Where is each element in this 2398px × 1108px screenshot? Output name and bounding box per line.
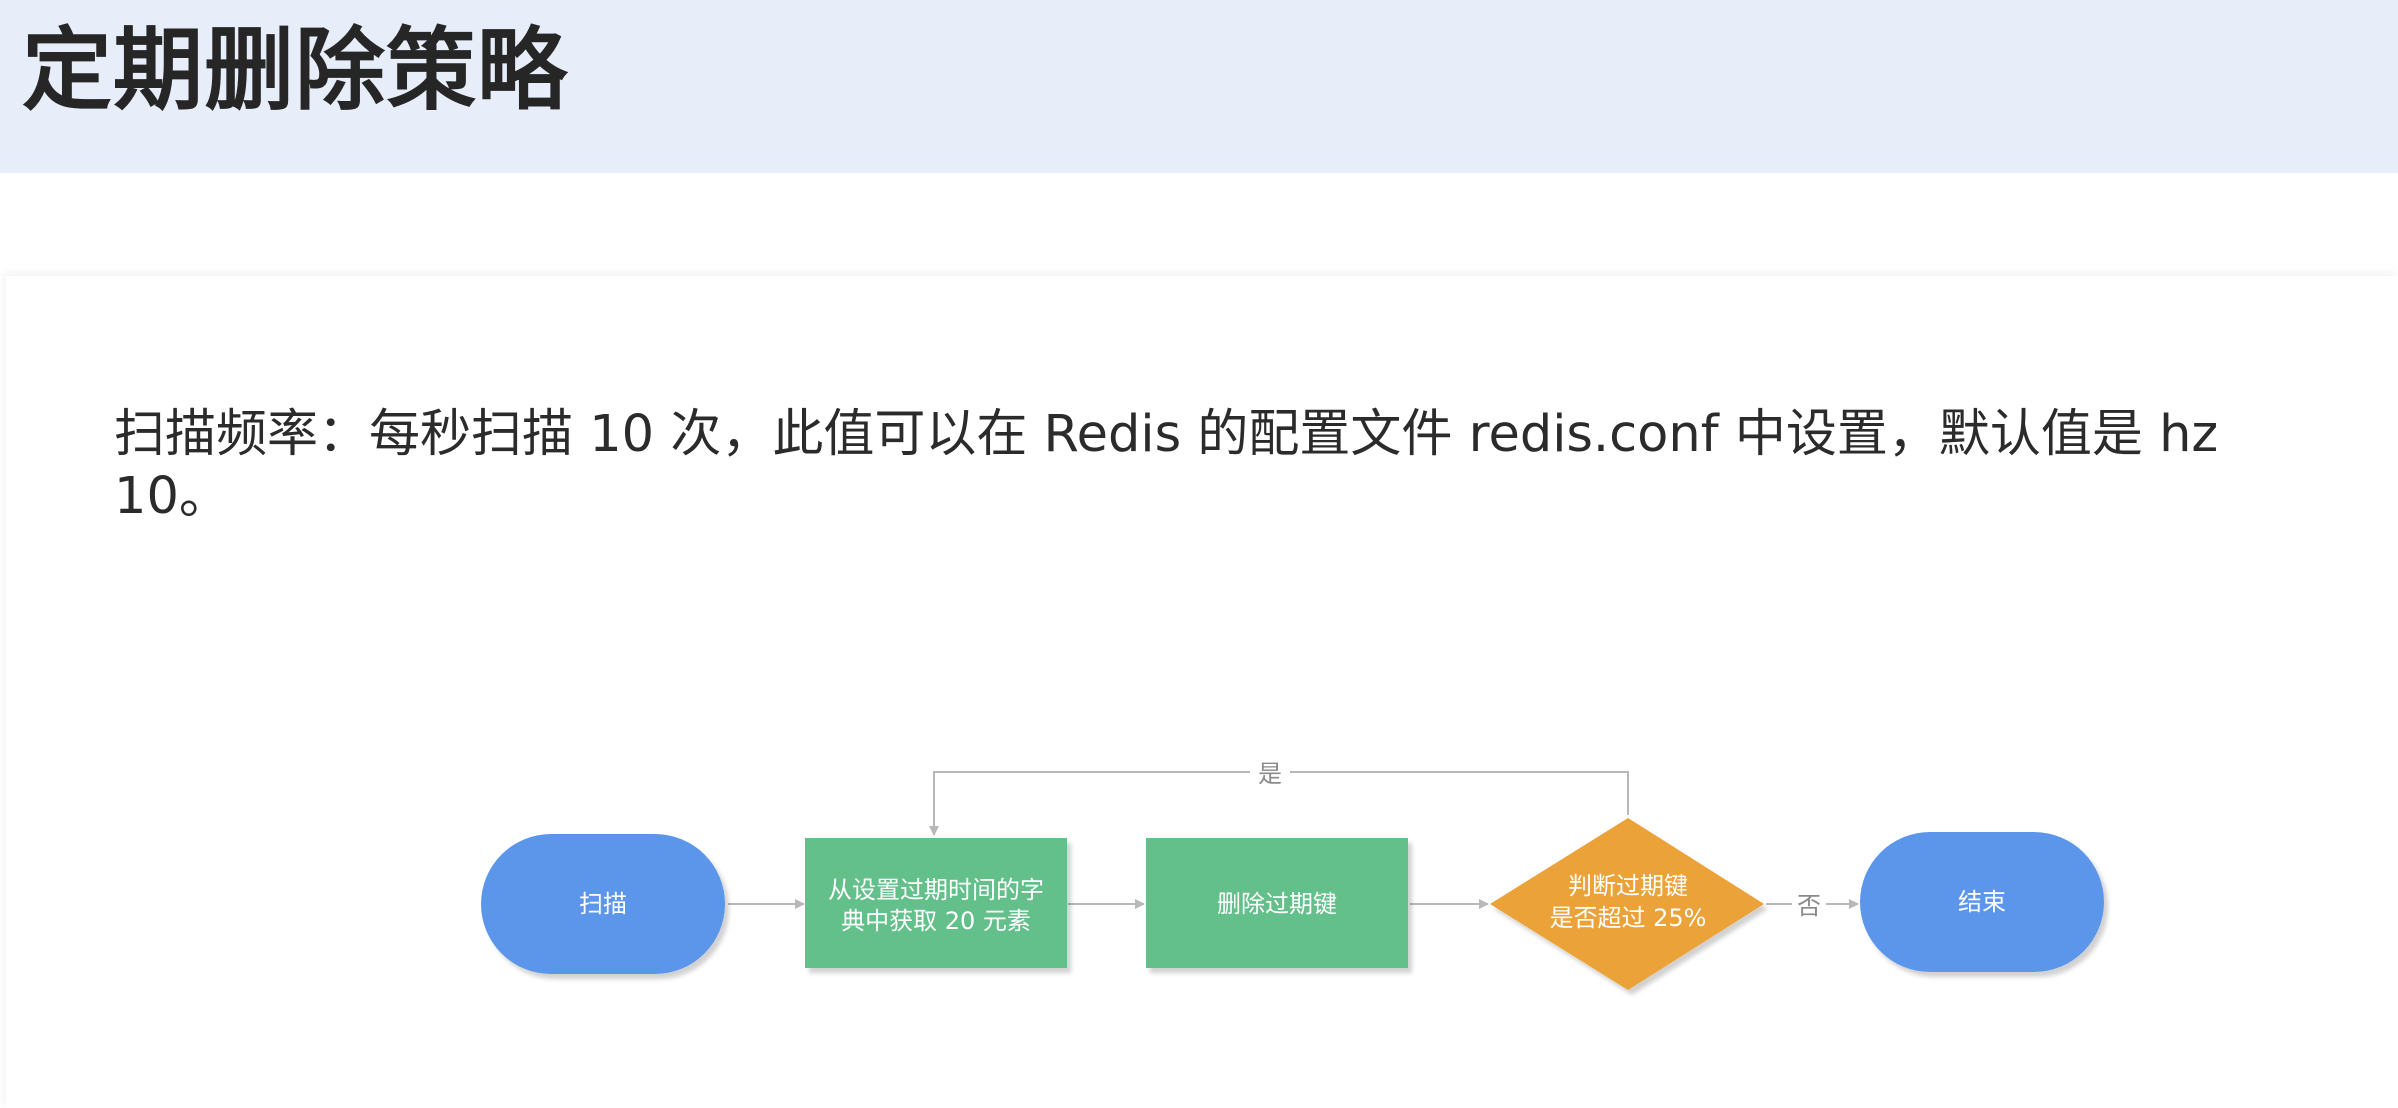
node-fetch-elements: 从设置过期时间的字 典中获取 20 元素: [805, 838, 1067, 968]
node-end: 结束: [1860, 832, 2104, 972]
node-decision: 判断过期键 是否超过 25%: [1490, 818, 1764, 990]
yes-label-bg: [1250, 758, 1290, 788]
page-title: 定期删除策略: [22, 18, 568, 123]
node-delete-shape: [1146, 838, 1408, 968]
node-decision-label-line1: 判断过期键: [1568, 872, 1688, 900]
node-fetch-label-line2: 典中获取 20 元素: [841, 907, 1031, 935]
scan-frequency-description: 扫描频率：每秒扫描 10 次，此值可以在 Redis 的配置文件 redis.c…: [114, 405, 2219, 526]
node-delete-expired: 删除过期键: [1146, 838, 1408, 968]
node-delete-label: 删除过期键: [1217, 890, 1337, 918]
node-scan: 扫描: [481, 834, 725, 974]
node-fetch-shape: [805, 838, 1067, 968]
node-fetch-label-line1: 从设置过期时间的字: [828, 876, 1044, 904]
node-end-label: 结束: [1958, 888, 2006, 916]
no-label: 否: [1797, 892, 1821, 920]
node-end-shape: [1860, 832, 2104, 972]
node-scan-shape: [481, 834, 725, 974]
yes-label: 是: [1258, 760, 1282, 788]
node-decision-label-line2: 是否超过 25%: [1550, 904, 1707, 932]
node-scan-label: 扫描: [579, 890, 627, 918]
node-decision-shape: [1490, 818, 1764, 990]
header-band: 定期删除策略: [0, 0, 2398, 173]
